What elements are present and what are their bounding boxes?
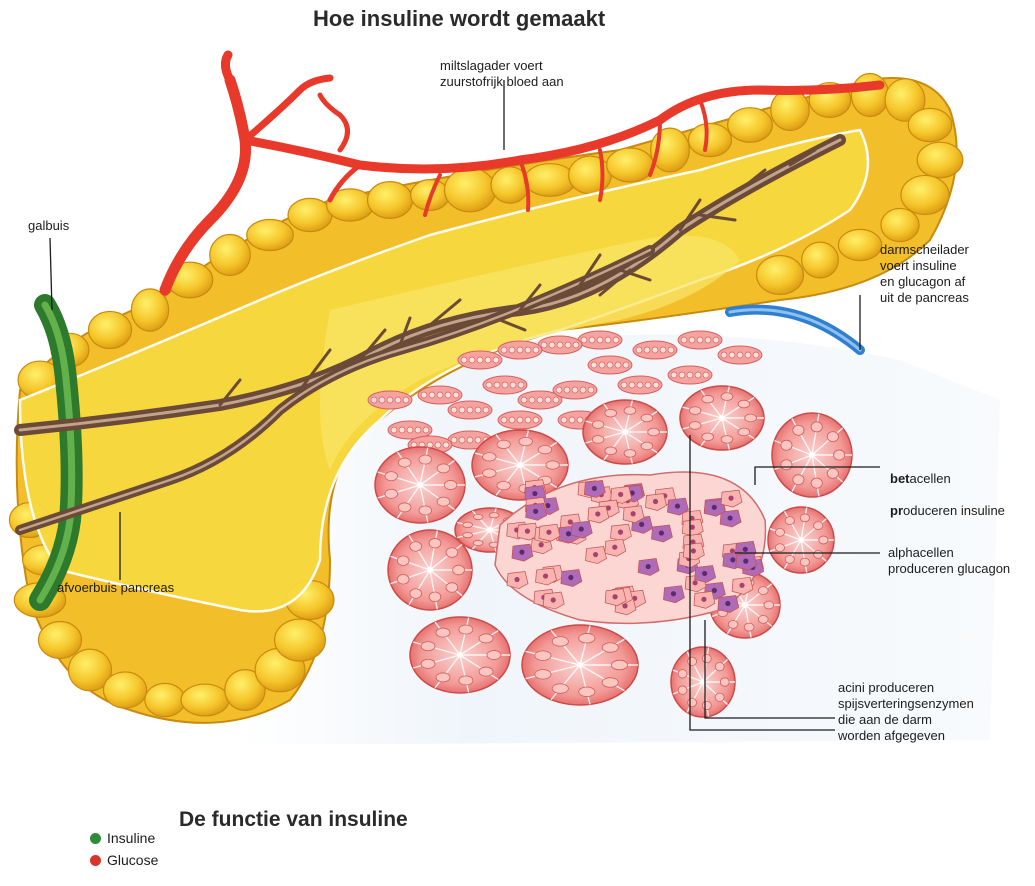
small-acinus: [617, 375, 663, 395]
lobule: [850, 72, 890, 118]
lobule: [287, 197, 333, 233]
islet-of-langerhans: [494, 471, 767, 625]
pancreatic-duct: [14, 134, 846, 535]
section-title: De functie van insuline: [179, 808, 408, 831]
lobule: [837, 228, 883, 262]
lobule: [224, 669, 266, 711]
acinus: [521, 624, 639, 706]
acinus: [409, 616, 511, 694]
acini: [374, 385, 853, 718]
small-acinus: [457, 350, 503, 370]
lobule: [209, 233, 251, 277]
insuline-dot-icon: [90, 832, 101, 844]
lobule: [687, 122, 733, 158]
splenic-artery: [159, 50, 885, 296]
legend-glucose: Glucose: [90, 852, 158, 868]
small-acinus: [497, 340, 543, 360]
small-acinus: [632, 340, 678, 360]
lobule: [246, 218, 294, 252]
lobule: [180, 683, 230, 717]
lobule: [37, 620, 83, 660]
glucose-dot-icon: [90, 854, 101, 866]
label-vein: darmscheilader voert insuline en glucago…: [880, 242, 969, 305]
lobule: [87, 310, 133, 350]
small-acinus: [497, 410, 543, 430]
small-acinus: [517, 390, 563, 410]
lobule: [900, 174, 950, 216]
lobule: [523, 163, 577, 197]
label-alphacells: alphacellen produceren glucagon: [888, 545, 1011, 576]
pancreas-cut-inner: [320, 235, 740, 470]
lobule: [770, 88, 810, 132]
label-artery: miltslagader voert zuurstofrijk bloed aa…: [440, 58, 564, 89]
lobule: [727, 107, 773, 143]
label-betacells-rest-1: acellen: [909, 471, 951, 486]
lobule: [755, 254, 805, 296]
lobule: [907, 107, 953, 143]
small-acinus: [417, 385, 463, 405]
acinus: [679, 385, 765, 451]
acinus: [767, 506, 835, 574]
acinus: [374, 446, 466, 524]
lobule: [568, 155, 612, 195]
lobule: [801, 241, 839, 279]
lobule: [144, 682, 186, 718]
bile-duct: [29, 294, 83, 611]
lobule: [130, 288, 170, 332]
legend-insuline: Insuline: [90, 830, 155, 846]
small-acinus: [367, 390, 413, 410]
small-acinus: [387, 420, 433, 440]
label-acini: acini produceren spijsverteringsenzymen …: [838, 680, 974, 743]
small-acinus: [717, 345, 763, 365]
lobule: [443, 167, 497, 213]
small-acinus: [447, 400, 493, 420]
lobule: [884, 78, 926, 122]
lobule: [916, 141, 964, 179]
small-acinus: [667, 365, 713, 385]
label-betacells-bold-2: pr: [890, 503, 903, 518]
legend-glucose-label: Glucose: [107, 852, 159, 868]
acinus: [471, 429, 569, 501]
small-acini: [367, 330, 763, 455]
lobule: [67, 648, 113, 692]
small-acinus: [677, 330, 723, 350]
label-duct: afvoerbuis pancreas: [57, 580, 175, 595]
main-title: Hoe insuline wordt gemaakt: [313, 6, 606, 31]
small-acinus: [587, 355, 633, 375]
small-acinus: [552, 380, 598, 400]
lobule: [880, 207, 920, 243]
lobule: [102, 671, 148, 709]
small-acinus: [482, 375, 528, 395]
acinus: [582, 399, 668, 465]
small-acinus: [537, 335, 583, 355]
legend-insuline-label: Insuline: [107, 830, 156, 846]
lobule: [366, 180, 414, 220]
lobule: [273, 618, 327, 662]
acinus: [387, 529, 473, 611]
label-betacells-rest-2: oduceren insuline: [903, 503, 1005, 518]
acinus: [771, 412, 853, 498]
label-betacells: betacellen produceren insuline: [890, 455, 1005, 519]
label-galbuis: galbuis: [28, 218, 70, 233]
small-acinus: [577, 330, 623, 350]
lobule: [606, 147, 654, 183]
acinus: [670, 646, 736, 718]
leader-lines: [49, 80, 880, 731]
label-betacells-bold-1: bet: [890, 471, 910, 486]
